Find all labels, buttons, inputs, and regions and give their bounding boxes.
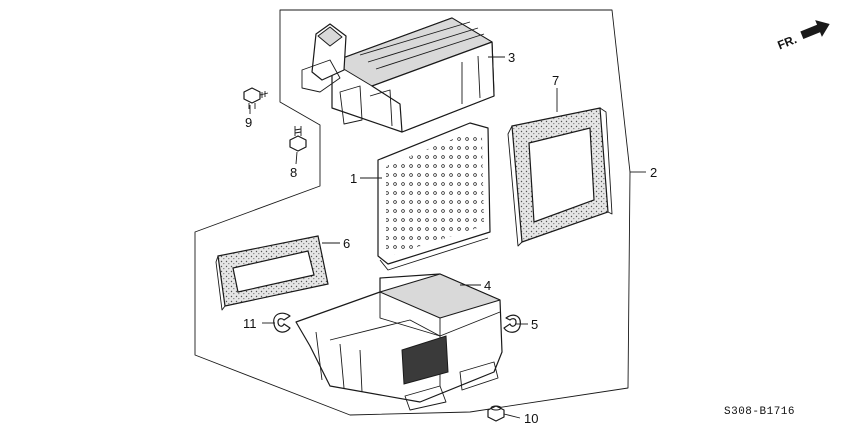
fr-label: FR. [775,32,798,52]
callout-7: 7 [552,73,559,88]
callout-6: 6 [343,236,350,251]
callout-5: 5 [531,317,538,332]
callout-9: 9 [245,115,252,130]
diagram-code: S308-B1716 [724,406,795,418]
clip-11-part [273,312,291,333]
callout-8: 8 [290,165,297,180]
evaporator-core-part [377,122,491,271]
screw-9-part [243,87,269,109]
seal-frame-7-part [507,107,613,247]
front-arrow-icon [800,20,830,39]
callout-4: 4 [484,278,491,293]
leader-lines [249,56,646,419]
clip-5-part [503,314,521,333]
callout-11: 11 [243,316,257,331]
screw-8-part [289,126,307,152]
callout-10: 10 [524,411,538,426]
callout-3: 3 [508,50,515,65]
screw-10-part [487,405,505,422]
front-direction-indicator: FR. [775,20,830,52]
assembly-boundary [194,9,631,416]
lower-case-part [295,273,503,411]
callout-2: 2 [650,165,657,180]
seal-frame-6-part [215,235,329,311]
callout-1: 1 [350,171,357,186]
upper-case-part [301,17,495,133]
